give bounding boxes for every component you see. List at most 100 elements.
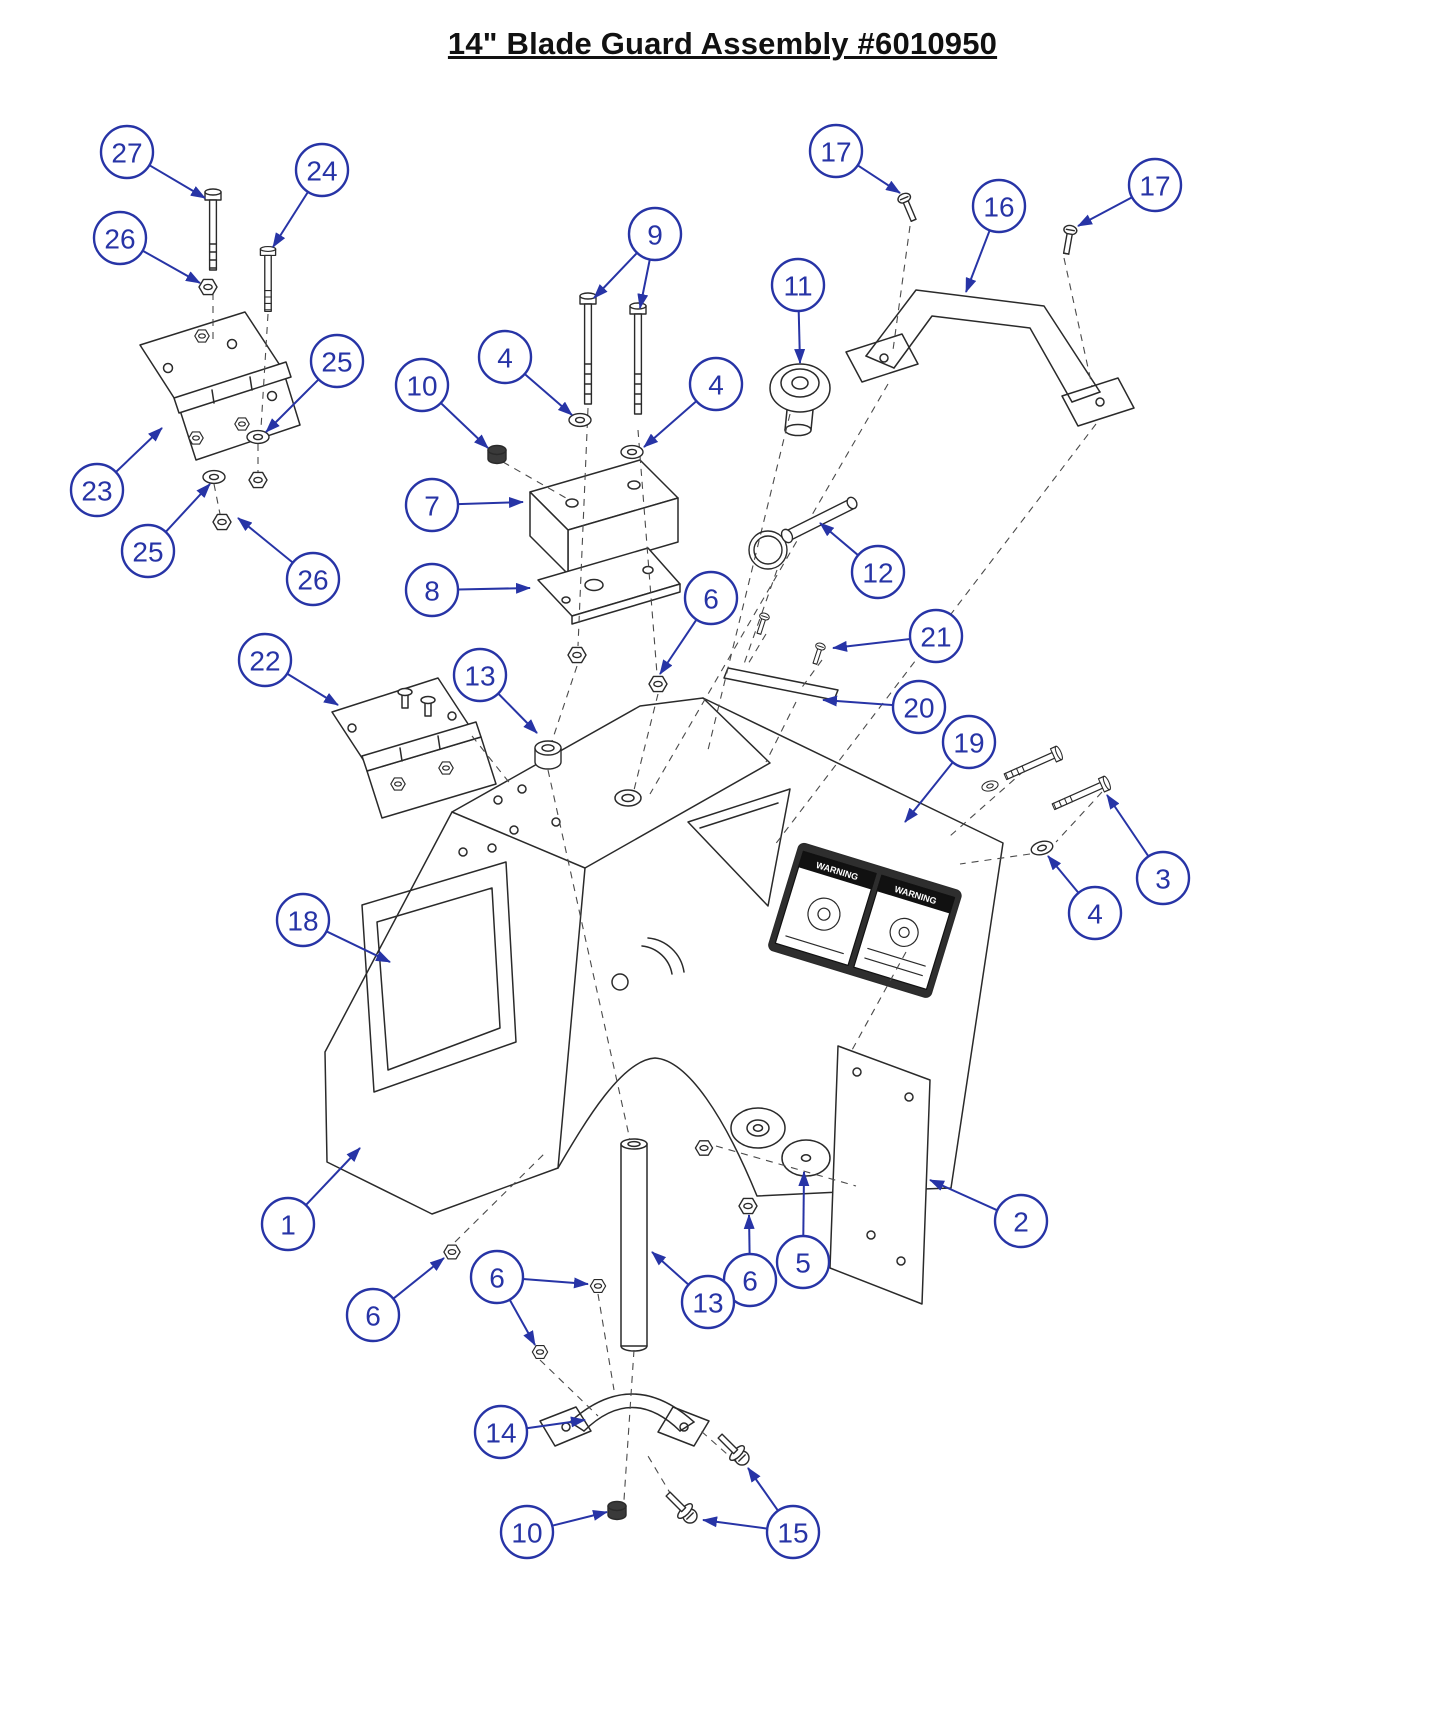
callout-circle <box>452 647 508 703</box>
callout-arrow <box>822 695 894 707</box>
part-guard-body <box>324 697 1004 1215</box>
callout-number: 25 <box>321 347 352 378</box>
callout-arrow <box>148 164 206 199</box>
callout-arrow <box>1106 794 1150 857</box>
callout-number: 6 <box>489 1263 505 1294</box>
callout-2: 2 <box>929 1179 1049 1249</box>
callout-15: 15 <box>702 1467 821 1560</box>
callout-circle <box>477 329 533 385</box>
callout-17: 17 <box>1077 157 1183 227</box>
callout-circle <box>394 357 450 413</box>
callout-21: 21 <box>832 608 964 664</box>
callout-arrow <box>651 1251 690 1286</box>
callout-number: 18 <box>287 906 318 937</box>
callout-arrow <box>164 483 211 533</box>
callout-25: 25 <box>265 333 365 433</box>
callout-arrow <box>325 930 391 963</box>
callout-arrow <box>440 402 489 449</box>
callout-4: 4 <box>643 356 744 448</box>
callout-number: 1 <box>280 1210 296 1241</box>
callout-circle <box>1067 885 1123 941</box>
callout-arrow <box>524 373 573 416</box>
part-hinge-upper <box>139 311 301 461</box>
callout-circle <box>473 1404 529 1460</box>
callout-9: 9 <box>593 206 683 309</box>
fasteners-center-stack <box>487 292 668 770</box>
callout-number: 27 <box>111 138 142 169</box>
fasteners-right-side <box>980 744 1113 858</box>
callout-number: 10 <box>511 1518 542 1549</box>
part-spacer-block <box>529 459 679 575</box>
callout-circle <box>285 551 341 607</box>
callout-number: 17 <box>1139 171 1170 202</box>
callout-number: 6 <box>742 1266 758 1297</box>
callout-circle <box>99 124 155 180</box>
callout-arrow <box>115 427 163 473</box>
callout-6: 6 <box>659 570 739 675</box>
callout-arrow <box>798 1171 810 1237</box>
callout-number: 24 <box>306 156 337 187</box>
callout-number: 10 <box>406 371 437 402</box>
callout-number: 6 <box>703 584 719 615</box>
callout-circle <box>120 523 176 579</box>
callout-arrow <box>637 259 651 309</box>
callout-6: 6 <box>345 1257 445 1343</box>
callout-circle <box>275 892 331 948</box>
callout-arrow <box>593 252 638 299</box>
callout-circle <box>941 714 997 770</box>
callout-12: 12 <box>819 522 906 600</box>
callout-circle <box>971 178 1027 234</box>
callout-number: 11 <box>783 271 812 302</box>
callout-arrow <box>743 1214 755 1255</box>
part-support-rod <box>620 1138 648 1352</box>
callout-circle <box>993 1193 1049 1249</box>
callout-circle <box>908 608 964 664</box>
callout-13: 13 <box>651 1251 736 1330</box>
callout-circle <box>680 1274 736 1330</box>
callout-number: 5 <box>795 1248 811 1279</box>
callout-circle <box>1135 850 1191 906</box>
callout-number: 26 <box>104 224 135 255</box>
callout-arrow <box>702 1516 768 1530</box>
callout-number: 26 <box>297 565 328 596</box>
callout-circle <box>260 1196 316 1252</box>
callout-19: 19 <box>904 714 997 823</box>
callout-number: 20 <box>903 693 934 724</box>
part-knob <box>769 363 831 437</box>
callout-arrow <box>929 1179 998 1212</box>
callout-arrow <box>819 522 859 556</box>
part-deck-bushing <box>534 740 562 770</box>
callout-arrow <box>272 191 309 248</box>
callout-number: 15 <box>777 1518 808 1549</box>
callout-arrow <box>551 1510 608 1527</box>
callout-circle <box>469 1249 525 1305</box>
callout-number: 6 <box>365 1301 381 1332</box>
callout-number: 3 <box>1155 864 1171 895</box>
callout-circle <box>404 477 460 533</box>
callout-22: 22 <box>237 632 339 706</box>
callout-arrow <box>965 229 991 293</box>
part-backing-plate <box>537 547 681 625</box>
callout-circle <box>499 1504 555 1560</box>
callout-number: 19 <box>953 728 984 759</box>
callout-circle <box>891 679 947 735</box>
callout-circle <box>404 562 460 618</box>
callout-3: 3 <box>1106 794 1191 906</box>
fasteners-lower <box>443 1140 758 1529</box>
part-handle <box>845 289 1135 427</box>
callout-number: 21 <box>920 622 951 653</box>
callout-circle <box>808 123 864 179</box>
callout-8: 8 <box>404 562 531 618</box>
callout-number: 17 <box>820 137 851 168</box>
callout-circle <box>770 257 826 313</box>
callout-number: 4 <box>1087 899 1103 930</box>
callout-10: 10 <box>394 357 489 449</box>
part-blade-collars <box>730 1107 831 1177</box>
callout-arrow <box>643 400 698 448</box>
callout-10: 10 <box>499 1504 608 1560</box>
callout-arrow <box>265 378 320 433</box>
callout-arrow <box>457 582 531 594</box>
callout-1: 1 <box>260 1147 361 1252</box>
